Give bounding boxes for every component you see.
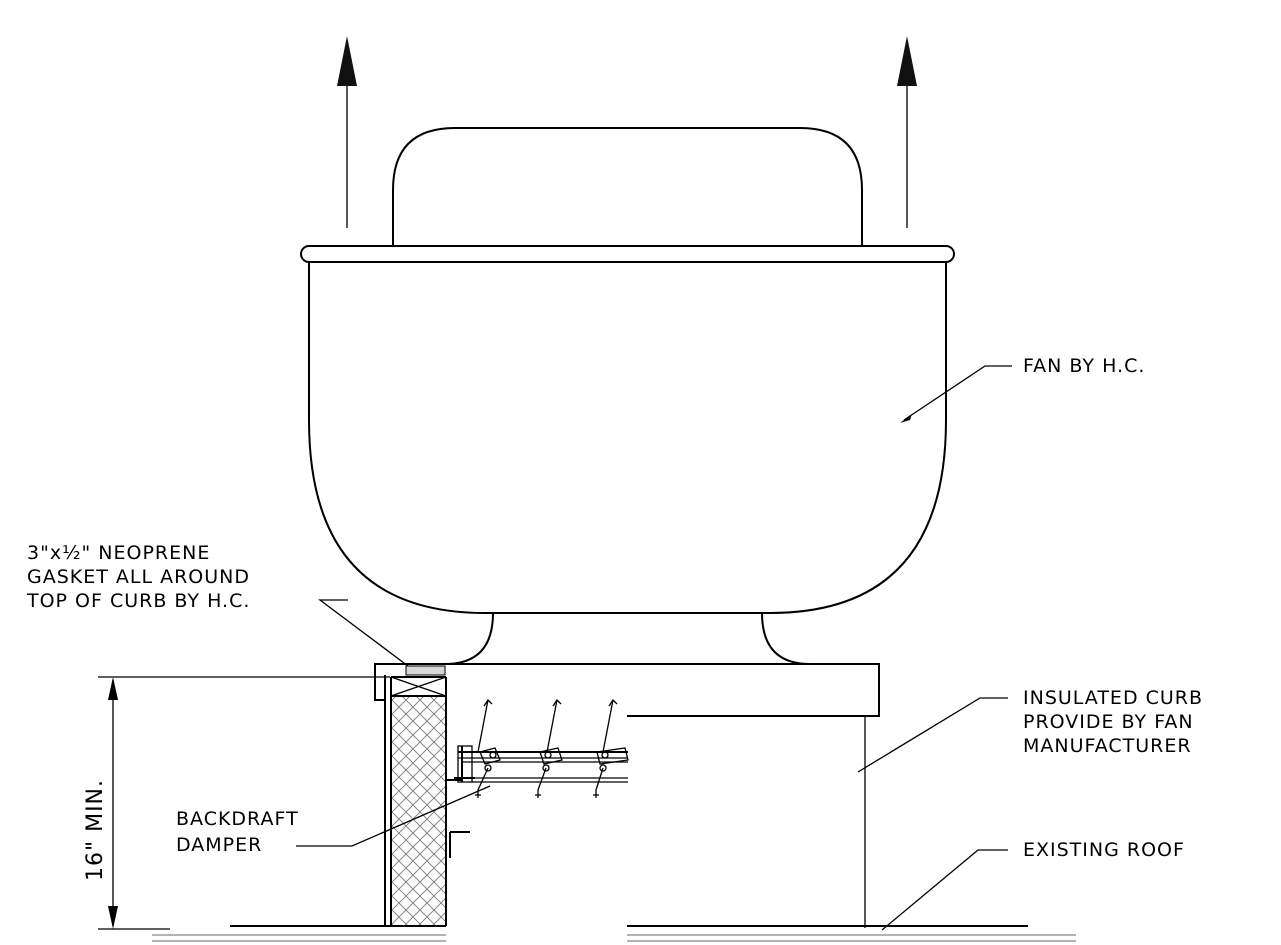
svg-text:GASKET ALL AROUND: GASKET ALL AROUND	[27, 566, 250, 588]
damper-blade-3	[593, 698, 629, 798]
backdraft-damper	[454, 698, 629, 798]
svg-text:FAN BY H.C.: FAN BY H.C.	[1023, 355, 1145, 377]
airflow-arrow-left	[337, 36, 357, 228]
svg-text:PROVIDE BY FAN: PROVIDE BY FAN	[1023, 711, 1194, 733]
label-fan: FAN BY H.C.	[1023, 355, 1145, 377]
exhaust-fan	[300, 127, 955, 665]
height-dimension: 16" MIN.	[83, 676, 390, 930]
fan-housing	[308, 262, 947, 614]
existing-roof	[152, 925, 1076, 942]
label-curb: INSULATED CURB PROVIDE BY FAN MANUFACTUR…	[1023, 687, 1203, 757]
svg-text:DAMPER: DAMPER	[176, 834, 262, 856]
airflow-arrow-right	[897, 36, 917, 228]
svg-text:3"x½" NEOPRENE: 3"x½" NEOPRENE	[27, 542, 210, 564]
insulated-curb	[374, 663, 880, 928]
curb-cap	[374, 663, 880, 717]
curb-insulation	[391, 696, 446, 926]
label-gasket: 3"x½" NEOPRENE GASKET ALL AROUND TOP OF …	[26, 542, 250, 612]
svg-text:EXISTING ROOF: EXISTING ROOF	[1023, 839, 1185, 861]
label-damper: BACKDRAFT DAMPER	[176, 808, 299, 856]
svg-text:INSULATED CURB: INSULATED CURB	[1023, 687, 1203, 709]
leader-lines	[296, 365, 1012, 931]
label-roof: EXISTING ROOF	[1023, 839, 1185, 861]
svg-text:MANUFACTURER: MANUFACTURER	[1023, 735, 1192, 757]
damper-blade-2	[535, 698, 563, 798]
damper-blade-1	[475, 698, 501, 798]
fan-rim	[300, 245, 955, 263]
neoprene-gasket	[405, 665, 446, 676]
fan-hood-top	[392, 127, 863, 246]
svg-text:TOP OF CURB BY H.C.: TOP OF CURB BY H.C.	[26, 590, 250, 612]
svg-text:BACKDRAFT: BACKDRAFT	[176, 808, 299, 830]
fan-base-neck	[444, 612, 811, 665]
dimension-label: 16" MIN.	[83, 779, 108, 881]
